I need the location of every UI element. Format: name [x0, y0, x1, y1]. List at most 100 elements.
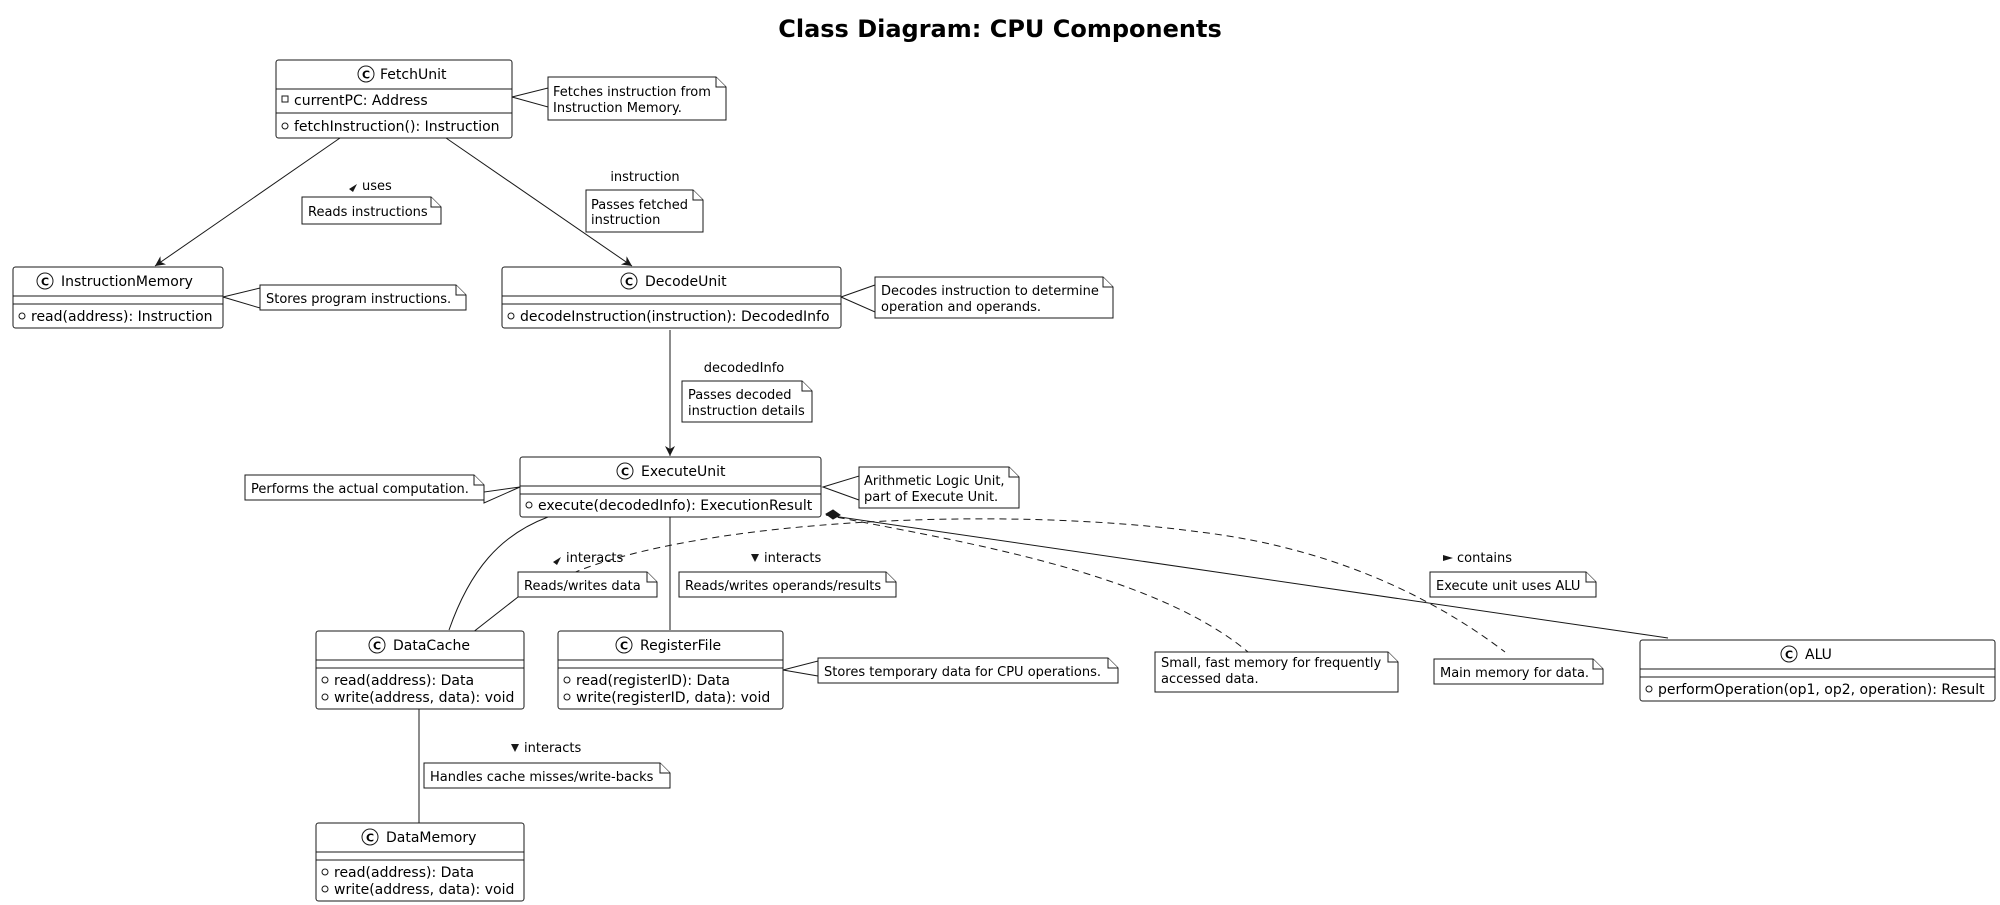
label-interacts-reg: interacts [751, 551, 822, 566]
class-executeunit[interactable]: C ExecuteUnit execute(decodedInfo): Exec… [519, 456, 822, 518]
note-passes-decoded: Passes decoded instruction details [681, 380, 813, 423]
svg-text:instruction: instruction [591, 213, 660, 228]
svg-text:interacts: interacts [566, 551, 624, 566]
class-name: ALU [1805, 647, 1832, 663]
class-registerfile[interactable]: C RegisterFile read(registerID): Data wr… [557, 630, 784, 710]
class-method: write(registerID, data): void [576, 690, 770, 706]
class-icon-letter: C [621, 466, 629, 479]
note-link-main-mem [572, 518, 1506, 653]
svg-text:Performs the actual computatio: Performs the actual computation. [251, 482, 469, 497]
svg-text:Stores temporary data for CPU: Stores temporary data for CPU operations… [824, 665, 1101, 680]
public-visibility-icon [321, 885, 329, 893]
public-visibility-icon [525, 501, 533, 509]
class-name: DecodeUnit [645, 274, 727, 290]
class-decodeunit[interactable]: C DecodeUnit decodeInstruction(instructi… [501, 266, 842, 329]
note-link-imem [221, 287, 261, 309]
note-rw-operands: Reads/writes operands/results [678, 571, 897, 598]
class-icon-letter: C [625, 276, 633, 289]
class-name: FetchUnit [380, 67, 447, 83]
note-alu-part: Arithmetic Logic Unit, part of Execute U… [858, 466, 1020, 509]
public-visibility-icon [563, 676, 571, 684]
class-name: RegisterFile [640, 638, 721, 654]
label-decodedinfo: decodedInfo [704, 361, 785, 376]
note-exec-uses-alu: Execute unit uses ALU [1429, 571, 1597, 598]
svg-text:Arithmetic Logic Unit,: Arithmetic Logic Unit, [864, 474, 1005, 489]
class-datamemory[interactable]: C DataMemory read(address): Data write(a… [315, 822, 525, 902]
svg-text:operation and operands.: operation and operands. [881, 300, 1041, 315]
composition-diamond [825, 509, 841, 520]
class-icon-letter: C [362, 69, 370, 82]
class-name: ExecuteUnit [641, 464, 726, 480]
edge-exec-dcache [448, 516, 549, 631]
class-method: read(address): Data [334, 673, 474, 689]
note-cache-desc: Small, fast memory for frequently access… [1154, 651, 1399, 693]
note-decode: Decodes instruction to determine operati… [874, 276, 1114, 319]
class-method: write(address, data): void [334, 690, 514, 706]
edge-exec-alu [825, 514, 1669, 639]
svg-text:Reads/writes operands/results: Reads/writes operands/results [685, 579, 881, 594]
svg-text:Handles cache misses/write-bac: Handles cache misses/write-backs [430, 770, 654, 785]
svg-text:Execute unit uses ALU: Execute unit uses ALU [1436, 579, 1580, 594]
svg-text:instruction details: instruction details [688, 404, 805, 419]
class-datacache[interactable]: C DataCache read(address): Data write(ad… [315, 630, 525, 710]
class-name: DataCache [393, 638, 470, 654]
public-visibility-icon [321, 676, 329, 684]
svg-text:part of Execute Unit.: part of Execute Unit. [864, 490, 998, 505]
label-interacts-mem: interacts [511, 741, 582, 756]
public-visibility-icon [321, 693, 329, 701]
note-reads-instructions: Reads instructions [301, 196, 442, 225]
svg-text:Stores program instructions.: Stores program instructions. [266, 292, 451, 307]
class-method: performOperation(op1, op2, operation): R… [1658, 682, 1985, 698]
svg-text:contains: contains [1457, 551, 1512, 566]
note-rw-data: Reads/writes data [517, 571, 658, 598]
class-method: read(registerID): Data [576, 673, 730, 689]
label-instruction: instruction [610, 170, 679, 185]
public-visibility-icon [281, 122, 289, 130]
note-exec-computation: Performs the actual computation. [244, 474, 485, 501]
class-alu[interactable]: C ALU performOperation(op1, op2, operati… [1639, 639, 1996, 702]
svg-text:Reads/writes data: Reads/writes data [524, 579, 641, 594]
note-link-decode [839, 284, 876, 313]
direction-arrow-icon [553, 557, 561, 565]
label-contains: contains [1443, 551, 1512, 566]
class-fetchunit[interactable]: C FetchUnit currentPC: Address fetchInst… [275, 59, 513, 139]
class-name: InstructionMemory [61, 274, 193, 290]
note-link-alu-part [821, 475, 860, 501]
class-method: fetchInstruction(): Instruction [294, 119, 500, 135]
public-visibility-icon [321, 868, 329, 876]
class-icon-letter: C [366, 832, 374, 845]
direction-arrow-icon [1443, 555, 1453, 561]
private-visibility-icon [281, 95, 289, 103]
note-fetch: Fetches instruction from Instruction Mem… [547, 76, 727, 121]
svg-text:interacts: interacts [524, 741, 582, 756]
note-link-exec-left [483, 486, 521, 504]
svg-text:Decodes instruction to determi: Decodes instruction to determine [881, 284, 1099, 299]
class-attribute: currentPC: Address [294, 93, 428, 109]
direction-arrow-icon [511, 744, 519, 752]
direction-arrow-icon [751, 554, 759, 562]
class-method: decodeInstruction(instruction): DecodedI… [520, 309, 830, 325]
svg-text:Passes fetched: Passes fetched [591, 198, 688, 213]
class-instructionmemory[interactable]: C InstructionMemory read(address): Instr… [12, 266, 224, 329]
class-method: execute(decodedInfo): ExecutionResult [538, 498, 813, 514]
note-regfile: Stores temporary data for CPU operations… [817, 657, 1119, 684]
note-cache-miss: Handles cache misses/write-backs [423, 762, 671, 789]
edge-fetch-decode [445, 137, 633, 267]
svg-text:Reads instructions: Reads instructions [308, 205, 428, 220]
note-passes-fetched: Passes fetched instruction [585, 189, 704, 233]
class-icon-letter: C [41, 276, 49, 289]
note-link-fetch [510, 87, 549, 108]
class-method: write(address, data): void [334, 882, 514, 898]
class-method: read(address): Instruction [31, 309, 213, 325]
label-uses: uses [349, 179, 392, 194]
svg-text:Small, fast memory for frequen: Small, fast memory for frequently [1161, 656, 1381, 671]
note-main-memory: Main memory for data. [1433, 658, 1604, 685]
public-visibility-icon [1645, 685, 1653, 693]
svg-text:Instruction Memory.: Instruction Memory. [553, 101, 682, 116]
public-visibility-icon [563, 693, 571, 701]
label-interacts-cache: interacts [553, 551, 624, 566]
svg-text:Fetches instruction from: Fetches instruction from [553, 85, 711, 100]
public-visibility-icon [18, 312, 26, 320]
class-icon-letter: C [1785, 649, 1793, 662]
